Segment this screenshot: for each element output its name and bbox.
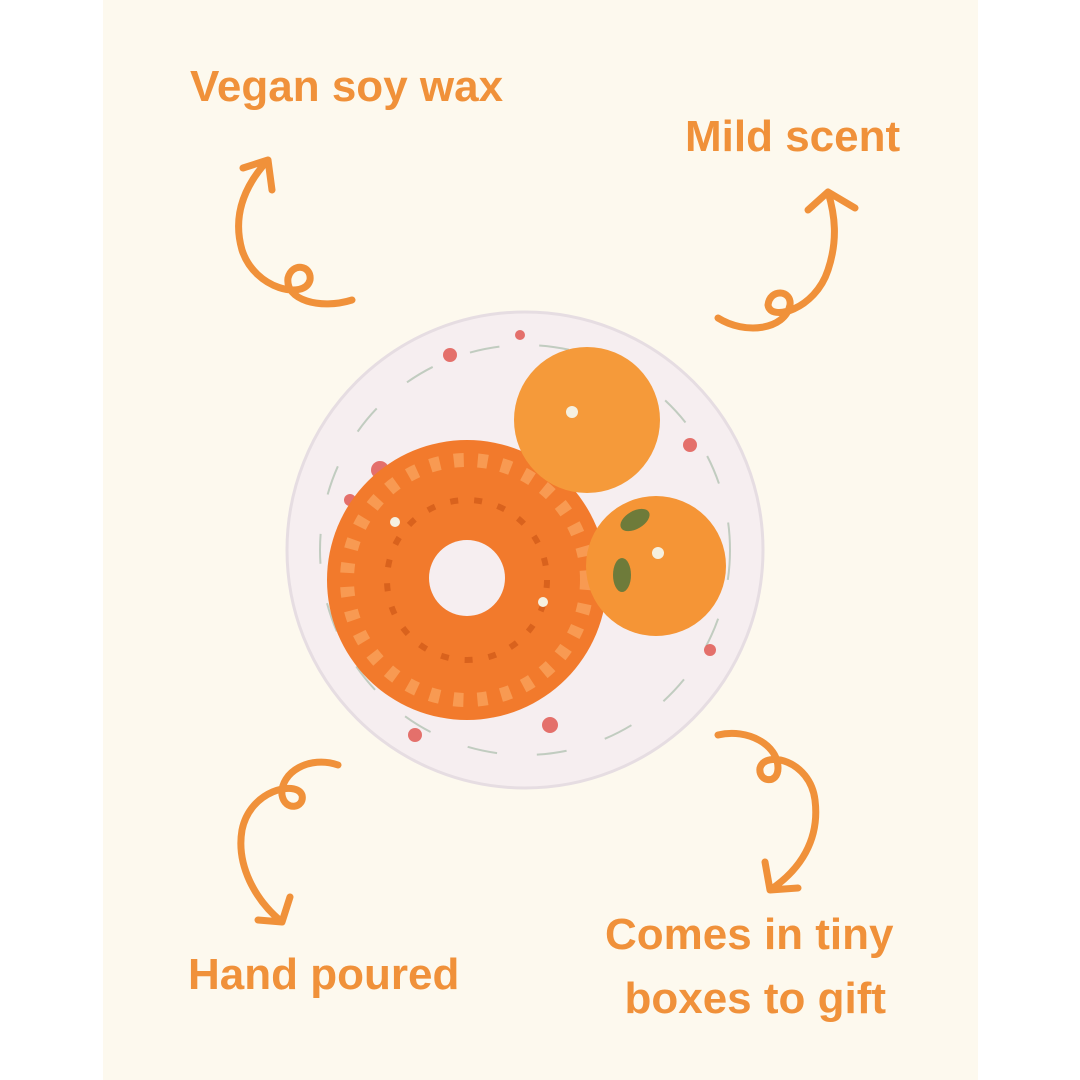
curly-arrow-icon [714, 730, 820, 894]
curly-arrow-icon [237, 758, 342, 926]
feature-gift-boxes-line1: Comes in tiny [605, 910, 894, 959]
curly-arrow-icon [714, 188, 859, 332]
donut-candle [327, 440, 607, 720]
feature-hand-poured: Hand poured [188, 950, 460, 999]
feature-gift-boxes-line2: boxes to gift [624, 973, 887, 1023]
plate-photo [285, 310, 765, 790]
curly-arrow-icon [235, 156, 356, 308]
ball-candle-1 [514, 347, 660, 493]
feature-vegan-soy-wax: Vegan soy wax [190, 62, 504, 111]
feature-mild-scent: Mild scent [685, 112, 901, 161]
feature-gift-boxes: Comes in tiny boxes to gift [605, 903, 894, 1031]
ball-candle-2 [586, 496, 726, 636]
